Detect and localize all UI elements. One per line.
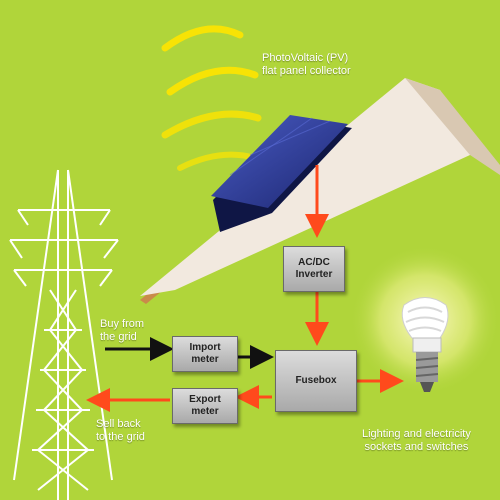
fusebox-label: Fusebox [295,375,337,386]
import-meter-label: Import meter [189,342,221,365]
inverter-box: AC/DC Inverter [283,246,345,292]
pylon-icon [9,169,119,500]
fusebox: Fusebox [275,350,357,412]
buy-from-grid-label: Buy from the grid [100,318,145,343]
pv-collector-label: PhotoVoltaic (PV) flat panel collector [262,52,351,77]
import-meter-box: Import meter [172,336,238,372]
solar-panel-icon [211,115,352,232]
sell-back-label: Sell back to the grid [96,418,145,443]
lighting-label: Lighting and electricity sockets and swi… [362,428,471,453]
light-bulb-icon [401,297,449,392]
export-meter-box: Export meter [172,388,238,424]
sun-rays-icon [161,25,262,171]
inverter-label: AC/DC Inverter [295,257,333,280]
energy-flow-arrows [86,165,404,412]
export-meter-label: Export meter [189,394,221,417]
